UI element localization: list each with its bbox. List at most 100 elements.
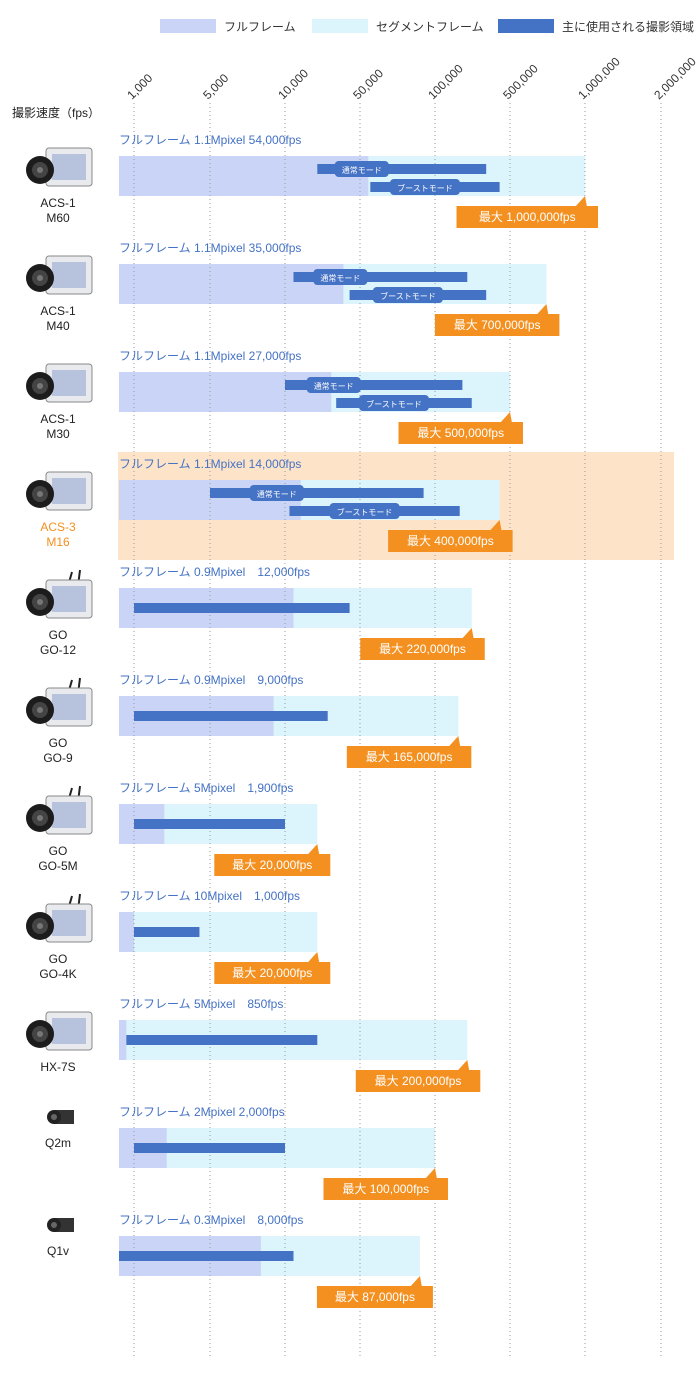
camera-name-line: Q1v bbox=[46, 1244, 69, 1258]
camera-body-icon bbox=[26, 677, 93, 727]
max-badge-label: 最大 20,000fps bbox=[232, 966, 312, 980]
mode-label-pill bbox=[313, 269, 368, 285]
mode-label: ブーストモード bbox=[366, 399, 422, 409]
mode-label: 通常モード bbox=[320, 273, 360, 283]
camera-icon bbox=[20, 1000, 94, 1056]
camera-name-line: GO-4K bbox=[39, 967, 77, 981]
full-frame-bar bbox=[119, 372, 332, 412]
camera-name-line: GO bbox=[48, 844, 68, 858]
camera-name-line: ACS-3 bbox=[40, 520, 76, 534]
max-badge-pointer bbox=[461, 628, 474, 639]
max-badge-pointer bbox=[409, 1276, 422, 1287]
camera-name-line: M16 bbox=[46, 535, 70, 549]
full-frame-label: フルフレーム 5Mpixel 850fps bbox=[119, 997, 283, 1011]
mode-label: 通常モード bbox=[257, 489, 297, 499]
mode-label-pill bbox=[329, 503, 400, 519]
mode-bar bbox=[293, 272, 468, 282]
max-badge-pointer bbox=[575, 196, 587, 207]
camera-body-icon bbox=[26, 785, 93, 835]
full-frame-label: フルフレーム 5Mpixel 1,900fps bbox=[119, 781, 293, 795]
max-badge bbox=[214, 962, 331, 984]
camera-icon bbox=[20, 136, 94, 192]
max-badge-pointer bbox=[307, 844, 320, 855]
mode-bar bbox=[210, 488, 424, 498]
legend-swatch-segment bbox=[312, 19, 368, 33]
max-badge bbox=[323, 1178, 448, 1200]
max-badge-pointer bbox=[425, 1168, 437, 1179]
y-axis-label: 撮影速度（fps） bbox=[12, 106, 101, 120]
camera-body-icon bbox=[26, 471, 93, 511]
camera-icon bbox=[44, 1106, 76, 1128]
camera-name-line: Q2m bbox=[44, 1136, 71, 1150]
camera-icon bbox=[20, 784, 94, 840]
camera-name-line: ACS-1 bbox=[40, 304, 76, 318]
full-frame-label: フルフレーム 10Mpixel 1,000fps bbox=[119, 889, 300, 903]
full-frame-bar bbox=[119, 912, 134, 952]
max-badge-pointer bbox=[500, 412, 512, 423]
camera-body-icon bbox=[47, 1218, 74, 1232]
max-badge-label: 最大 100,000fps bbox=[342, 1182, 429, 1196]
x-tick-label: 10,000 bbox=[275, 66, 311, 102]
legend-swatch-main bbox=[498, 19, 554, 33]
camera-name: Q2m bbox=[8, 1136, 108, 1151]
full-frame-label: フルフレーム 1.1Mpixel 54,000fps bbox=[119, 133, 301, 147]
max-badge-label: 最大 500,000fps bbox=[417, 426, 504, 440]
camera-body-icon bbox=[47, 1110, 74, 1124]
main-range-bar bbox=[134, 927, 200, 937]
camera-name-line: GO bbox=[48, 952, 68, 966]
full-frame-label: フルフレーム 2Mpixel 2,000fps bbox=[119, 1105, 285, 1119]
legend-label-full: フルフレーム bbox=[224, 19, 296, 34]
max-badge-label: 最大 87,000fps bbox=[335, 1290, 415, 1304]
full-frame-bar bbox=[119, 1020, 127, 1060]
x-tick-label: 500,000 bbox=[500, 61, 541, 102]
mode-label: ブーストモード bbox=[380, 291, 436, 301]
camera-name-line: GO bbox=[48, 736, 68, 750]
camera-icon bbox=[44, 1214, 76, 1236]
max-badge bbox=[398, 422, 523, 444]
max-badge-label: 最大 165,000fps bbox=[366, 750, 453, 764]
mode-bar bbox=[285, 380, 463, 390]
camera-icon bbox=[20, 892, 94, 948]
main-range-bar bbox=[134, 1143, 285, 1153]
chart-row-overlay: フルフレーム 10Mpixel 1,000fps 最大 20,000fps bbox=[119, 889, 331, 984]
x-tick-label: 100,000 bbox=[425, 61, 466, 102]
camera-body-icon bbox=[26, 255, 93, 295]
chart-row-overlay: フルフレーム 1.1Mpixel 54,000fps通常モードブーストモード最大… bbox=[119, 133, 598, 228]
legend-item-segment: セグメントフレーム bbox=[312, 17, 484, 35]
full-frame-bar bbox=[119, 264, 344, 304]
max-badge-label: 最大 220,000fps bbox=[379, 642, 466, 656]
full-frame-label: フルフレーム 0.3Mpixel 8,000fps bbox=[119, 1213, 303, 1227]
mode-label: ブーストモード bbox=[397, 183, 453, 193]
x-tick-label: 1,000 bbox=[124, 71, 155, 102]
camera-icon bbox=[20, 244, 94, 300]
mode-label-pill bbox=[249, 485, 304, 501]
max-badge bbox=[355, 1070, 481, 1092]
camera-icon bbox=[20, 460, 94, 516]
camera-name-line: GO-9 bbox=[43, 751, 73, 765]
camera-body-icon bbox=[26, 569, 93, 619]
main-range-bar bbox=[126, 1035, 318, 1045]
chart-row-overlay: フルフレーム 2Mpixel 2,000fps 最大 100,000fps bbox=[119, 1105, 448, 1200]
camera-name-line: M60 bbox=[46, 211, 70, 225]
camera-name-line: ACS-1 bbox=[40, 412, 76, 426]
max-badge bbox=[214, 854, 331, 876]
chart-row-overlay: フルフレーム 5Mpixel 850fps 最大 200,000fps bbox=[119, 997, 481, 1092]
max-badge-label: 最大 200,000fps bbox=[375, 1074, 462, 1088]
x-tick-label: 50,000 bbox=[350, 66, 386, 102]
camera-name-line: GO-12 bbox=[39, 643, 76, 657]
max-badge bbox=[456, 206, 598, 228]
camera-body-icon bbox=[26, 893, 93, 943]
camera-icon bbox=[20, 352, 94, 408]
main-range-bar bbox=[134, 819, 285, 829]
chart-row-overlay: フルフレーム 1.1Mpixel 27,000fps通常モードブーストモード最大… bbox=[119, 349, 523, 444]
legend-swatch-full bbox=[160, 19, 216, 33]
chart-row-overlay: フルフレーム 1.1Mpixel 35,000fps通常モードブーストモード最大… bbox=[119, 241, 560, 336]
main-range-bar bbox=[134, 711, 328, 721]
